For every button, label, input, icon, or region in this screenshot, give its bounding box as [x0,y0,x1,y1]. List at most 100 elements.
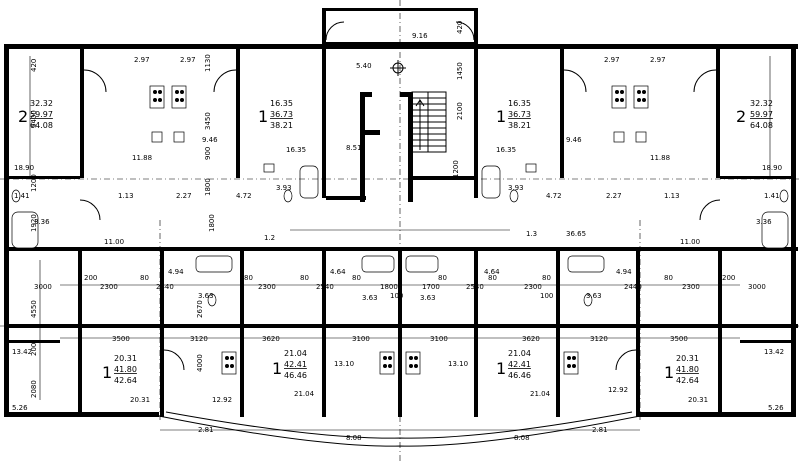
room-area: 8.08 [346,434,362,442]
dimension-label: 3620 [522,335,540,343]
dimension-label: 80 [664,274,673,282]
dimension-label: 1920 [30,214,38,232]
room-area: 2.81 [198,426,214,434]
fixtures [11,60,789,375]
room-area: 21.04 [294,390,315,398]
apartment-total-area: 42.64 [114,376,137,385]
apartment-total-area: 64.08 [750,121,773,130]
inner-walls [4,48,798,417]
dimension-label: 100 [540,292,553,300]
door-swings [79,21,721,371]
dimension-label: 1800 [204,178,212,196]
dimension-label: 80 [352,274,361,282]
room-area: 13.42 [764,348,784,356]
dimension-label: 2300 [100,283,118,291]
apartment-useful-area: 42.41 [508,360,531,369]
room-area: 20.31 [688,396,708,404]
dimension-label: 2540 [316,283,334,291]
room-area: 11.00 [680,238,700,246]
dimension-label: 4550 [30,300,38,318]
room-area: 11.88 [132,154,152,162]
dimension-label: 80 [488,274,497,282]
dimension-label: 200 [84,274,97,282]
apartment-living-area: 32.32 [750,99,773,108]
dimension-label: 2300 [258,283,276,291]
apartment-total-area: 38.21 [508,121,531,130]
dimension-label: 200 [722,274,735,282]
room-area: 8.08 [514,434,530,442]
dimension-label: 200 [30,343,38,356]
apartment-useful-area: 36.73 [508,110,531,119]
dimension-label: 3120 [590,335,608,343]
room-area: 3.63 [586,292,602,300]
room-area: 3.93 [508,184,524,192]
dimension-label: 3500 [112,335,130,343]
dimension-label: 2440 [156,283,174,291]
dimension-label: 80 [438,274,447,282]
apartment-living-area: 20.31 [676,354,699,363]
dimension-label: 3000 [748,283,766,291]
room-area: 4.72 [546,192,562,200]
dimension-label: 3000 [34,283,52,291]
room-area: 12.92 [608,386,628,394]
room-area: 3.93 [276,184,292,192]
dimension-label: 1130 [204,54,212,72]
room-area: 1.13 [118,192,134,200]
apartment-rooms: 1 [496,359,506,378]
room-area: 1.41 [764,192,780,200]
apartment-total-area: 64.08 [30,121,53,130]
apartment-useful-area: 59.97 [30,110,53,119]
room-area: 4.72 [236,192,252,200]
dimension-label: 2670 [196,300,204,318]
apartment-living-area: 20.31 [114,354,137,363]
apartment-total-area: 42.64 [676,376,699,385]
room-area: 1.13 [664,192,680,200]
dimension-label: 80 [244,274,253,282]
apartment-total-area: 46.46 [284,371,307,380]
room-area: 13.42 [12,348,32,356]
apartment-rooms: 1 [496,107,506,126]
dimension-label: 1700 [422,283,440,291]
room-area: 16.35 [286,146,306,154]
dimension-label: 3100 [352,335,370,343]
apartment-rooms: 1 [664,363,674,382]
room-area: 5.40 [356,62,372,70]
apartment-useful-area: 41.80 [114,365,137,374]
apartment-rooms: 2 [736,107,746,126]
room-area: 3.63 [198,292,214,300]
room-area-labels: 2.97 2.97 2.97 2.97 18.90 11.88 9.46 16.… [12,32,784,442]
dimension-label: 420 [456,21,464,34]
apartment-total-area: 46.46 [508,371,531,380]
room-area: 5.26 [768,404,784,412]
apartment-living-area: 16.35 [270,99,293,108]
apartment-total-area: 38.21 [270,121,293,130]
dimension-label: 1200 [30,174,38,192]
room-area: 3.63 [362,294,378,302]
apartment-labels: 2 32.32 59.97 64.08 1 16.35 36.73 38.21 … [18,99,773,385]
dimension-label: 3100 [430,335,448,343]
room-area: 13.10 [334,360,354,368]
apartment-living-area: 21.04 [284,349,307,358]
room-area: 2.81 [592,426,608,434]
dimension-label: 900 [204,147,212,160]
apartment-useful-area: 59.97 [750,110,773,119]
apartment-rooms: 1 [272,359,282,378]
apartment-useful-area: 36.73 [270,110,293,119]
dimension-label: 1200 [452,160,460,178]
apartment-useful-area: 41.80 [676,365,699,374]
dimension-label: 2080 [30,380,38,398]
room-area: 9.16 [412,32,428,40]
dimension-label: 2300 [682,283,700,291]
dimension-label: 1800 [380,283,398,291]
dimension-label: 2300 [524,283,542,291]
room-area: 1.41 [14,192,30,200]
dimension-label: 2540 [466,283,484,291]
room-area: 18.90 [762,164,782,172]
room-area: 9.46 [566,136,582,144]
dimension-label: 2100 [456,102,464,120]
dimension-label: 80 [140,274,149,282]
dimension-label: 5400 [30,110,38,128]
dimension-label: 3120 [190,335,208,343]
dimension-label: 100 [390,292,403,300]
dimension-label: 4000 [196,354,204,372]
